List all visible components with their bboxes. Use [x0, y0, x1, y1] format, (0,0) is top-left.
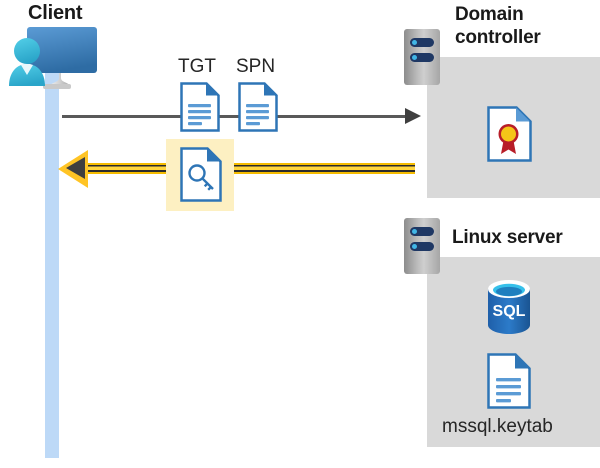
client-label: Client [28, 2, 83, 24]
response-arrow-line [70, 163, 415, 174]
linux-server-icon [404, 218, 440, 274]
domain-controller-label-line1: Domain [455, 4, 524, 25]
keytab-filename-label: mssql.keytab [442, 416, 553, 437]
tgt-document-icon [180, 82, 220, 137]
response-arrow-head [66, 157, 85, 179]
spn-label: SPN [236, 56, 276, 77]
server-led-bottom [410, 53, 434, 62]
client-computer-icon [5, 24, 105, 90]
tgt-label: TGT [178, 56, 216, 77]
svg-text:SQL: SQL [493, 303, 526, 320]
request-arrow-line [62, 115, 411, 118]
server-led-top [410, 38, 434, 47]
keytab-document-icon [487, 353, 531, 414]
linux-server-label: Linux server [452, 227, 563, 248]
client-lifeline [45, 72, 59, 458]
certificate-document-icon [487, 106, 532, 167]
domain-controller-server-icon [404, 29, 440, 85]
spn-document-icon [238, 82, 278, 137]
sql-database-icon: SQL [484, 278, 534, 341]
key-document-icon [180, 147, 222, 207]
server-led-top [410, 227, 434, 236]
domain-controller-label-line2: controller [455, 27, 541, 48]
request-arrow-head [405, 108, 421, 124]
server-led-bottom [410, 242, 434, 251]
